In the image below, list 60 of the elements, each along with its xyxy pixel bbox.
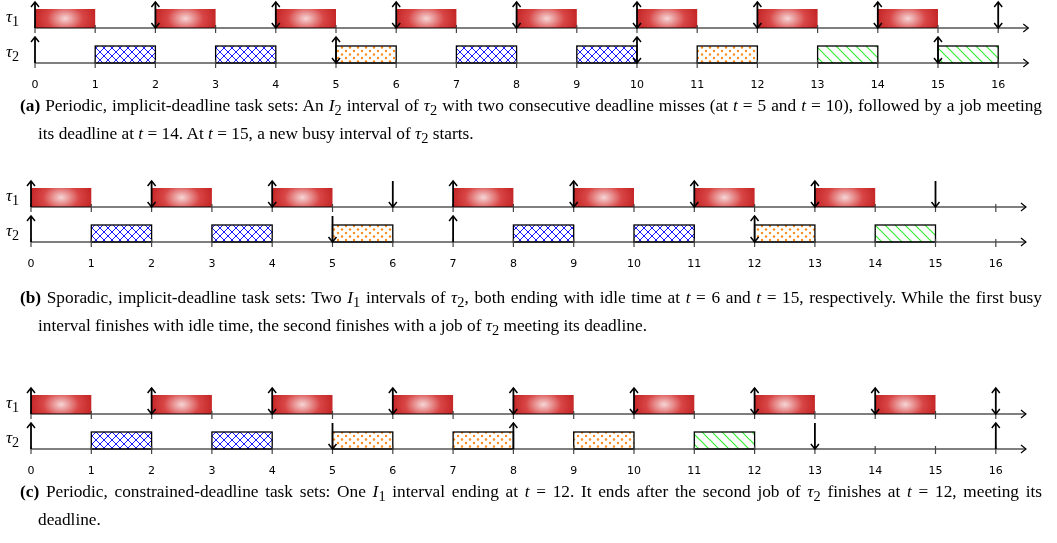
tick-label: 1 xyxy=(90,78,100,91)
tick-label: 15 xyxy=(927,464,944,477)
tick-label: 12 xyxy=(749,78,766,91)
tick-label: 4 xyxy=(267,257,277,270)
tick-label: 6 xyxy=(388,464,398,477)
tick-label: 15 xyxy=(927,257,944,270)
row-label: τ$_{1}$ xyxy=(6,186,20,211)
tick-label: 1 xyxy=(86,464,96,477)
row-label: τ$_{2}$ xyxy=(6,221,20,246)
tick-label: 8 xyxy=(508,257,518,270)
tick-label: 10 xyxy=(626,464,642,477)
tick-label: 10 xyxy=(626,257,642,270)
tick-label: 2 xyxy=(150,78,160,91)
tick-label: 14 xyxy=(867,464,884,477)
tick-label: 12 xyxy=(746,464,763,477)
tick-label: 16 xyxy=(987,257,1004,270)
caption: (a) Periodic, implicit-deadline task sets: An I$_{2}$ interval of τ$_{2}$ with two consecutive deadline misses (at t = 5 and t = 10), followed by a job meeting its deadline at t = 14. At t = 15, a new busy interval of τ$_{2}$ starts. xyxy=(20,95,1042,149)
tick-label: 16 xyxy=(990,78,1007,91)
tick-label: 13 xyxy=(809,78,826,91)
caption: (b) Sporadic, implicit-deadline task sets: Two I$_{1}$ intervals of τ$_{2}$, both ending with idle time at t = 6 and t = 15, respectively. While the first busy interval finishes with idle time, the second finishes with a job of τ$_{2}$ meeting its deadline. xyxy=(20,287,1042,341)
tick-label: 16 xyxy=(987,464,1004,477)
row-label: τ$_{2}$ xyxy=(6,428,20,453)
tick-label: 6 xyxy=(391,78,401,91)
tick-label: 3 xyxy=(211,78,221,91)
tick-label: 5 xyxy=(328,257,337,270)
tick-label: 3 xyxy=(207,257,217,270)
tick-label: 9 xyxy=(569,464,579,477)
tick-label: 11 xyxy=(686,464,703,477)
tick-label: 0 xyxy=(26,257,36,270)
row-label: τ$_{1}$ xyxy=(6,7,20,32)
tick-label: 9 xyxy=(569,257,579,270)
tick-label: 4 xyxy=(271,78,281,91)
tick-label: 6 xyxy=(388,257,398,270)
caption: (c) Periodic, constrained-deadline task sets: One I$_{1}$ interval ending at t = 12. It ends after the second job of τ$_{2}$ finishes at t = 12, meeting its deadline. xyxy=(20,481,1042,532)
tick-label: 2 xyxy=(147,257,157,270)
tick-label: 11 xyxy=(689,78,706,91)
tick-label: 7 xyxy=(448,257,458,270)
tick-label: 14 xyxy=(867,257,884,270)
tick-label: 11 xyxy=(686,257,703,270)
row-label: τ$_{2}$ xyxy=(6,42,20,67)
tick-label: 7 xyxy=(451,78,461,91)
tick-label: 2 xyxy=(147,464,157,477)
tick-label: 14 xyxy=(869,78,886,91)
tick-label: 13 xyxy=(806,257,823,270)
tick-label: 9 xyxy=(572,78,582,91)
tick-label: 5 xyxy=(331,78,341,91)
tick-label: 8 xyxy=(508,464,518,477)
tick-label: 13 xyxy=(806,464,823,477)
tick-label: 0 xyxy=(30,78,40,91)
tick-label: 4 xyxy=(267,464,277,477)
tick-label: 0 xyxy=(26,464,36,477)
tick-label: 3 xyxy=(207,464,217,477)
tick-label: 15 xyxy=(930,78,946,91)
tick-label: 12 xyxy=(746,257,763,270)
tick-label: 8 xyxy=(512,78,522,91)
tick-label: 5 xyxy=(328,464,337,477)
tick-label: 10 xyxy=(629,78,645,91)
tick-label: 7 xyxy=(448,464,458,477)
row-label: τ$_{1}$ xyxy=(6,393,20,418)
tick-label: 1 xyxy=(86,257,96,270)
